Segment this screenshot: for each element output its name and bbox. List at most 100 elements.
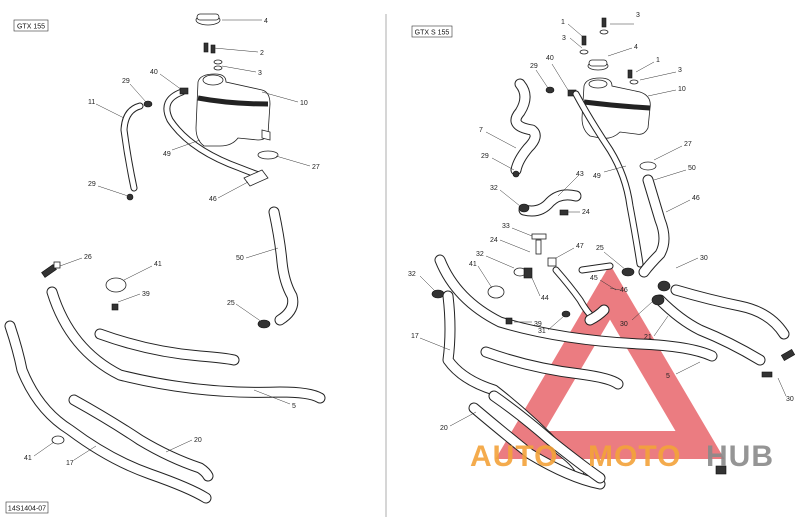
- callouts-right: 1 3 3 4 1 3 40 29 10 7 27 29 49: [408, 12, 794, 432]
- callout-10-left: 10: [300, 100, 308, 107]
- figure-code-box: [5, 501, 49, 514]
- callout-45-right: 45: [590, 275, 598, 282]
- clamp-32b-right: [431, 289, 445, 299]
- clamp-29-left: [143, 100, 153, 108]
- callout-3b-right: 3: [636, 12, 640, 19]
- hose-5-left: [46, 286, 326, 404]
- left-panel: GTX 155 14S1404-07: [4, 13, 326, 514]
- clamp-29-right: [545, 86, 555, 94]
- callout-32b-right: 32: [476, 251, 484, 258]
- watermark-text: AUTO MOTO HUB: [470, 440, 774, 473]
- clip-44-right: [523, 267, 533, 279]
- fitting-31-right: [561, 310, 571, 318]
- clamp-25-right: [621, 267, 635, 277]
- fitting-26-left: [41, 261, 61, 278]
- coolant-reservoir-left: [195, 73, 271, 147]
- callout-27-right: 27: [684, 141, 692, 148]
- callout-24a-right: 24: [582, 209, 590, 216]
- right-panel: GTX S 155: [408, 12, 796, 490]
- clamp-30-right: [657, 280, 671, 292]
- callout-3c-right: 3: [678, 67, 682, 74]
- callout-39-right: 39: [534, 321, 542, 328]
- callout-24b-right: 24: [490, 237, 498, 244]
- clamp-30b-right: [651, 294, 665, 306]
- callout-40-right: 40: [546, 55, 554, 62]
- clip-39-right: [505, 317, 513, 325]
- callout-40-left: 40: [150, 69, 158, 76]
- screws-right: [579, 17, 639, 85]
- callout-25-left: 25: [227, 300, 235, 307]
- callout-30b-right: 30: [620, 321, 628, 328]
- clamp-27-right: [639, 161, 657, 171]
- model-label-left: GTX 155: [17, 24, 45, 31]
- callout-33-right: 33: [502, 223, 510, 230]
- callout-10-right: 10: [678, 86, 686, 93]
- fitting-24-right: [559, 209, 569, 216]
- callout-32c-right: 32: [408, 271, 416, 278]
- callout-20-right: 20: [440, 425, 448, 432]
- callout-41-right: 41: [469, 261, 477, 268]
- callout-17-left: 17: [66, 460, 74, 467]
- tee-fitting-33: [531, 233, 547, 255]
- callout-7-right: 7: [479, 127, 483, 134]
- callout-41-left: 41: [154, 261, 162, 268]
- callout-25-right: 25: [596, 245, 604, 252]
- callout-5-left: 5: [292, 403, 296, 410]
- clamp-29b-right: [512, 170, 520, 178]
- connector-47-right: [547, 257, 557, 267]
- callout-49-left: 49: [163, 151, 171, 158]
- callout-30c-right: 30: [786, 396, 794, 403]
- model-label-box-right: [411, 25, 453, 38]
- reservoir-cap-right: [587, 59, 609, 71]
- callout-29b-left: 29: [88, 181, 96, 188]
- callout-49-right: 49: [593, 173, 601, 180]
- callout-44-right: 44: [541, 295, 549, 302]
- clamp-27-left: [257, 150, 279, 160]
- callout-1a-right: 1: [561, 19, 565, 26]
- callout-4-left: 4: [264, 18, 268, 25]
- callout-27-left: 27: [312, 164, 320, 171]
- fitting-30-right: [715, 348, 796, 475]
- callout-29b-right: 29: [481, 153, 489, 160]
- callout-20-left: 20: [194, 437, 202, 444]
- callout-5-right: 5: [666, 373, 670, 380]
- callout-47-right: 47: [576, 243, 584, 250]
- watermark-moto: MOTO: [588, 440, 681, 473]
- callout-43-right: 43: [576, 171, 584, 178]
- callout-21-right: 21: [644, 334, 652, 341]
- callout-46-right: 46: [692, 195, 700, 202]
- watermark-auto: AUTO: [470, 440, 558, 473]
- callout-17-right: 17: [411, 333, 419, 340]
- clamp-41b-left: [51, 435, 65, 445]
- reservoir-cap-left: [195, 13, 221, 26]
- watermark-hub: HUB: [706, 440, 774, 473]
- callout-3a-right: 3: [562, 35, 566, 42]
- clamp-41-right: [487, 285, 505, 299]
- callout-29-left: 29: [122, 78, 130, 85]
- model-label-box-left: [13, 19, 49, 32]
- callouts-left: 4 2 3 10 40 29 11 49 27 46 29 50 25: [24, 18, 320, 467]
- callout-46b-right: 46: [620, 287, 628, 294]
- callout-41b-left: 41: [24, 455, 32, 462]
- clip-39-left: [111, 303, 119, 311]
- callout-2-left: 2: [260, 50, 264, 57]
- model-label-right: GTX S 155: [415, 30, 450, 37]
- callout-32-right: 32: [490, 185, 498, 192]
- bracket-46-left: [243, 169, 269, 187]
- callout-3-left: 3: [258, 70, 262, 77]
- callout-1b-right: 1: [656, 57, 660, 64]
- fitting-40-left: [179, 87, 189, 95]
- callout-4-right: 4: [634, 44, 638, 51]
- callout-50-left: 50: [236, 255, 244, 262]
- screw-left: [203, 42, 223, 71]
- clamp-32-right: [518, 203, 530, 213]
- clamp-29b-left: [126, 193, 134, 201]
- callout-46-left: 46: [209, 196, 217, 203]
- callout-11-left: 11: [88, 99, 95, 106]
- callout-26-left: 26: [84, 254, 92, 261]
- figure-code: 14S1404-07: [8, 506, 46, 513]
- callout-50-right: 50: [688, 165, 696, 172]
- callout-29-right: 29: [530, 63, 538, 70]
- callout-30a-right: 30: [700, 255, 708, 262]
